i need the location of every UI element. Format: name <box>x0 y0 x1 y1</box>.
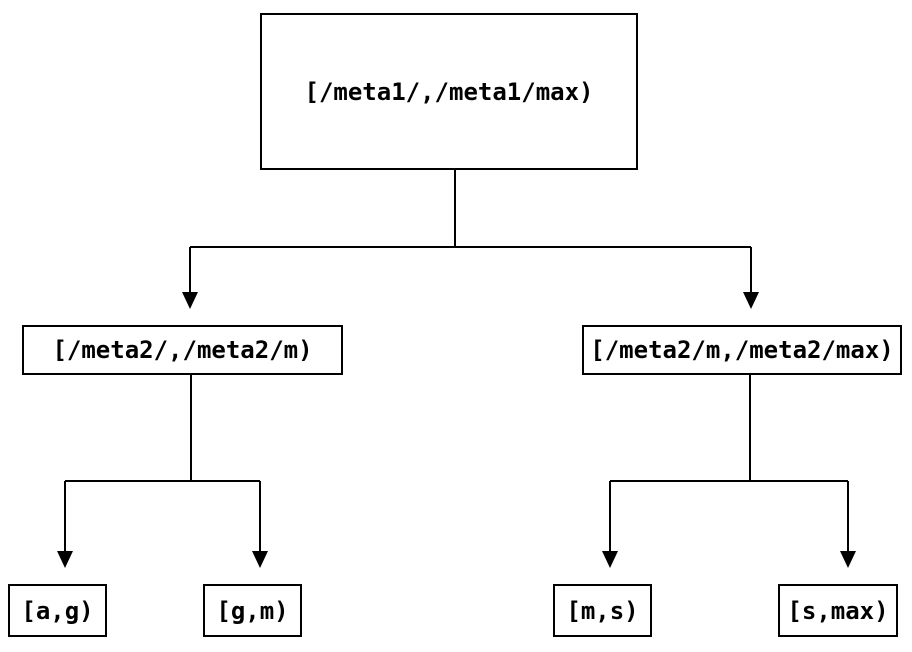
edge-arrowhead <box>602 551 618 568</box>
node-label: [m,s) <box>566 596 639 625</box>
edge-arrowhead <box>743 292 759 309</box>
node-leaf-a-g: [a,g) <box>8 584 107 637</box>
node-label: [g,m) <box>216 596 289 625</box>
node-leaf-g-m: [g,m) <box>203 584 302 637</box>
edge-arrowhead <box>252 551 268 568</box>
node-label: [a,g) <box>21 596 94 625</box>
edge-arrowhead <box>840 551 856 568</box>
node-meta2-left: [/meta2/,/meta2/m) <box>22 325 343 375</box>
edge-right-subtree <box>602 375 856 568</box>
node-label: [/meta1/,/meta1/max) <box>304 77 594 106</box>
node-leaf-m-s: [m,s) <box>553 584 652 637</box>
node-label: [s,max) <box>787 596 889 625</box>
node-root: [/meta1/,/meta1/max) <box>260 13 638 170</box>
edge-left-subtree <box>57 375 268 568</box>
node-label: [/meta2/,/meta2/m) <box>52 336 313 364</box>
node-label: [/meta2/m,/meta2/max) <box>590 336 894 364</box>
edge-arrowhead <box>57 551 73 568</box>
edge-root-to-children <box>182 170 759 309</box>
node-meta2-right: [/meta2/m,/meta2/max) <box>582 325 902 375</box>
node-leaf-s-max: [s,max) <box>778 584 898 637</box>
edge-arrowhead <box>182 292 198 309</box>
